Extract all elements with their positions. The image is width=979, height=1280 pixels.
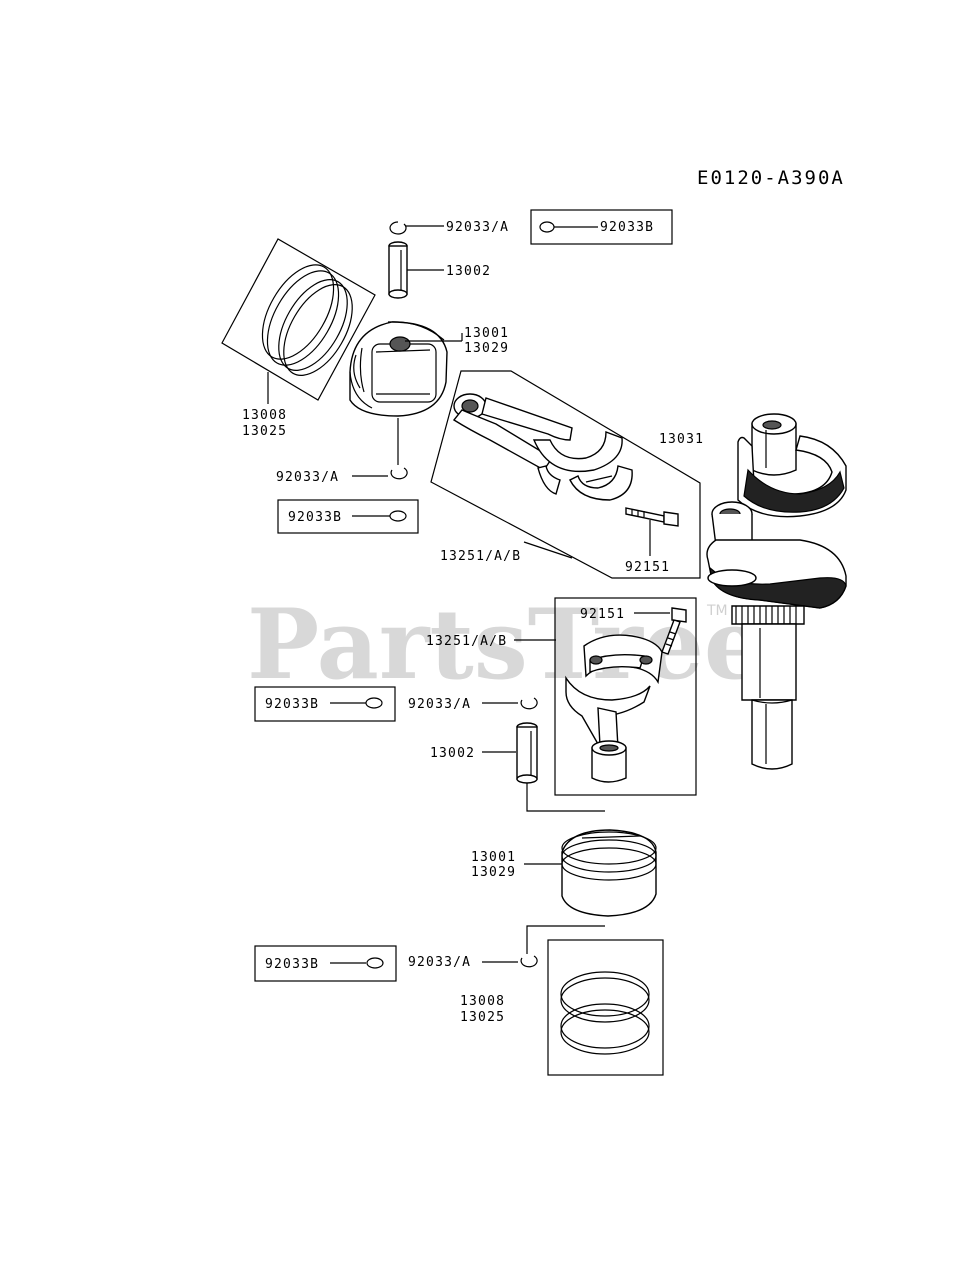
- box-clip-b-bottom: [254, 945, 397, 982]
- box-clip-b-lower: [254, 686, 396, 722]
- label-pin-top[interactable]: 13002: [446, 264, 491, 279]
- circlip-b-lower-icon: [365, 697, 383, 709]
- label-rings-top-2[interactable]: 13025: [242, 424, 287, 439]
- label-clip-b-bottom[interactable]: 92033B: [265, 957, 319, 972]
- label-bolt-top[interactable]: 92151: [625, 560, 670, 575]
- leader-rod-top: [523, 541, 573, 559]
- label-bolt-bottom[interactable]: 92151: [580, 607, 625, 622]
- circlip-mid[interactable]: [390, 467, 408, 480]
- box-clip-b-top: [530, 209, 673, 245]
- rod-bolt-bottom[interactable]: [661, 607, 687, 655]
- circlip-lower[interactable]: [520, 697, 538, 710]
- crankshaft[interactable]: [706, 413, 847, 770]
- label-piston-bottom-1[interactable]: 13001: [471, 850, 516, 865]
- piston-pin-bottom[interactable]: [516, 722, 538, 784]
- box-rod-bottom: [554, 597, 697, 796]
- circlip-top[interactable]: [389, 221, 407, 235]
- label-clip-b-mid[interactable]: 92033B: [288, 510, 342, 525]
- piston-pin-top[interactable]: [388, 241, 408, 299]
- circlip-bottom[interactable]: [520, 955, 538, 968]
- label-clip-a-mid[interactable]: 92033/A: [276, 470, 339, 485]
- leader-clip-to-piston: [526, 925, 605, 954]
- connecting-rod-top[interactable]: [452, 393, 633, 501]
- label-pin-bottom[interactable]: 13002: [430, 746, 475, 761]
- piston-top[interactable]: [349, 321, 448, 417]
- piston-rings-bottom[interactable]: [560, 971, 650, 1055]
- leader-pin-to-rod: [526, 783, 605, 812]
- label-rings-bottom-1[interactable]: 13008: [460, 994, 505, 1009]
- circlip-b-top-icon: [539, 221, 555, 233]
- watermark-text: PartsTree: [247, 588, 765, 701]
- label-clip-a-bottom[interactable]: 92033/A: [408, 955, 471, 970]
- rod-bolt-top[interactable]: [625, 507, 679, 527]
- piston-rings-top[interactable]: [221, 238, 376, 401]
- watermark-trademark: TM: [706, 603, 728, 619]
- label-piston-top-1[interactable]: 13001: [464, 326, 509, 341]
- label-clip-b-top[interactable]: 92033B: [600, 220, 654, 235]
- box-clip-b-mid: [277, 499, 419, 534]
- label-piston-bottom-2[interactable]: 13029: [471, 865, 516, 880]
- label-rod-assembly[interactable]: 13031: [659, 432, 704, 447]
- label-rings-bottom-2[interactable]: 13025: [460, 1010, 505, 1025]
- label-clip-a-top[interactable]: 92033/A: [446, 220, 509, 235]
- diagram-code: E0120-A390A: [697, 167, 845, 189]
- label-piston-top-2[interactable]: 13029: [464, 341, 509, 356]
- label-clip-b-lower[interactable]: 92033B: [265, 697, 319, 712]
- label-rod-top[interactable]: 13251/A/B: [440, 549, 521, 564]
- label-clip-a-lower[interactable]: 92033/A: [408, 697, 471, 712]
- connecting-rod-bottom[interactable]: [565, 634, 663, 783]
- circlip-b-bottom-icon: [366, 957, 384, 969]
- circlip-b-mid-icon: [389, 510, 407, 522]
- label-rings-top-1[interactable]: 13008: [242, 408, 287, 423]
- label-rod-bottom[interactable]: 13251/A/B: [426, 634, 507, 649]
- box-rod-assembly: [430, 370, 701, 579]
- piston-bottom[interactable]: [561, 829, 657, 917]
- box-rings-bottom: [547, 939, 664, 1076]
